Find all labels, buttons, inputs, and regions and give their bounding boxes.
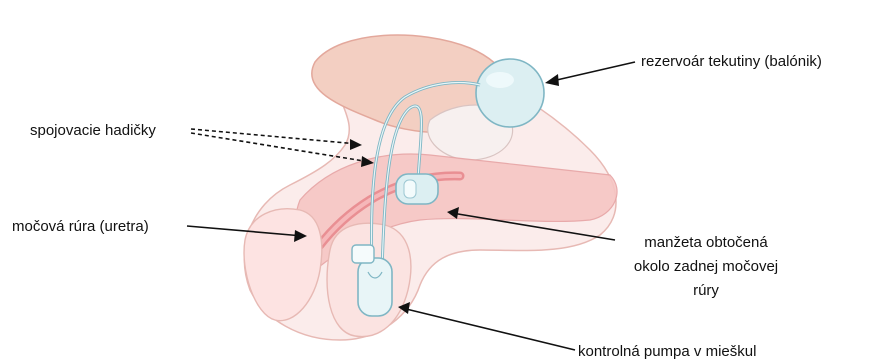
arrow-reservoir [548,62,635,82]
label-cuff-line2: okolo zadnej močovej [634,258,778,276]
arrow-tubing-1 [191,129,358,144]
label-cuff-line3: rúry [693,282,719,300]
label-cuff-line1: manžeta obtočená [644,234,767,252]
arrow-pump [402,308,575,350]
urethral-cuff [396,174,438,204]
label-tubing: spojovacie hadičky [30,122,156,140]
reservoir-balloon [476,59,544,127]
label-reservoir: rezervoár tekutiny (balónik) [641,53,822,71]
control-pump [358,258,392,316]
label-urethra: močová rúra (uretra) [12,218,149,236]
label-pump: kontrolná pumpa v mieškul [578,343,756,361]
